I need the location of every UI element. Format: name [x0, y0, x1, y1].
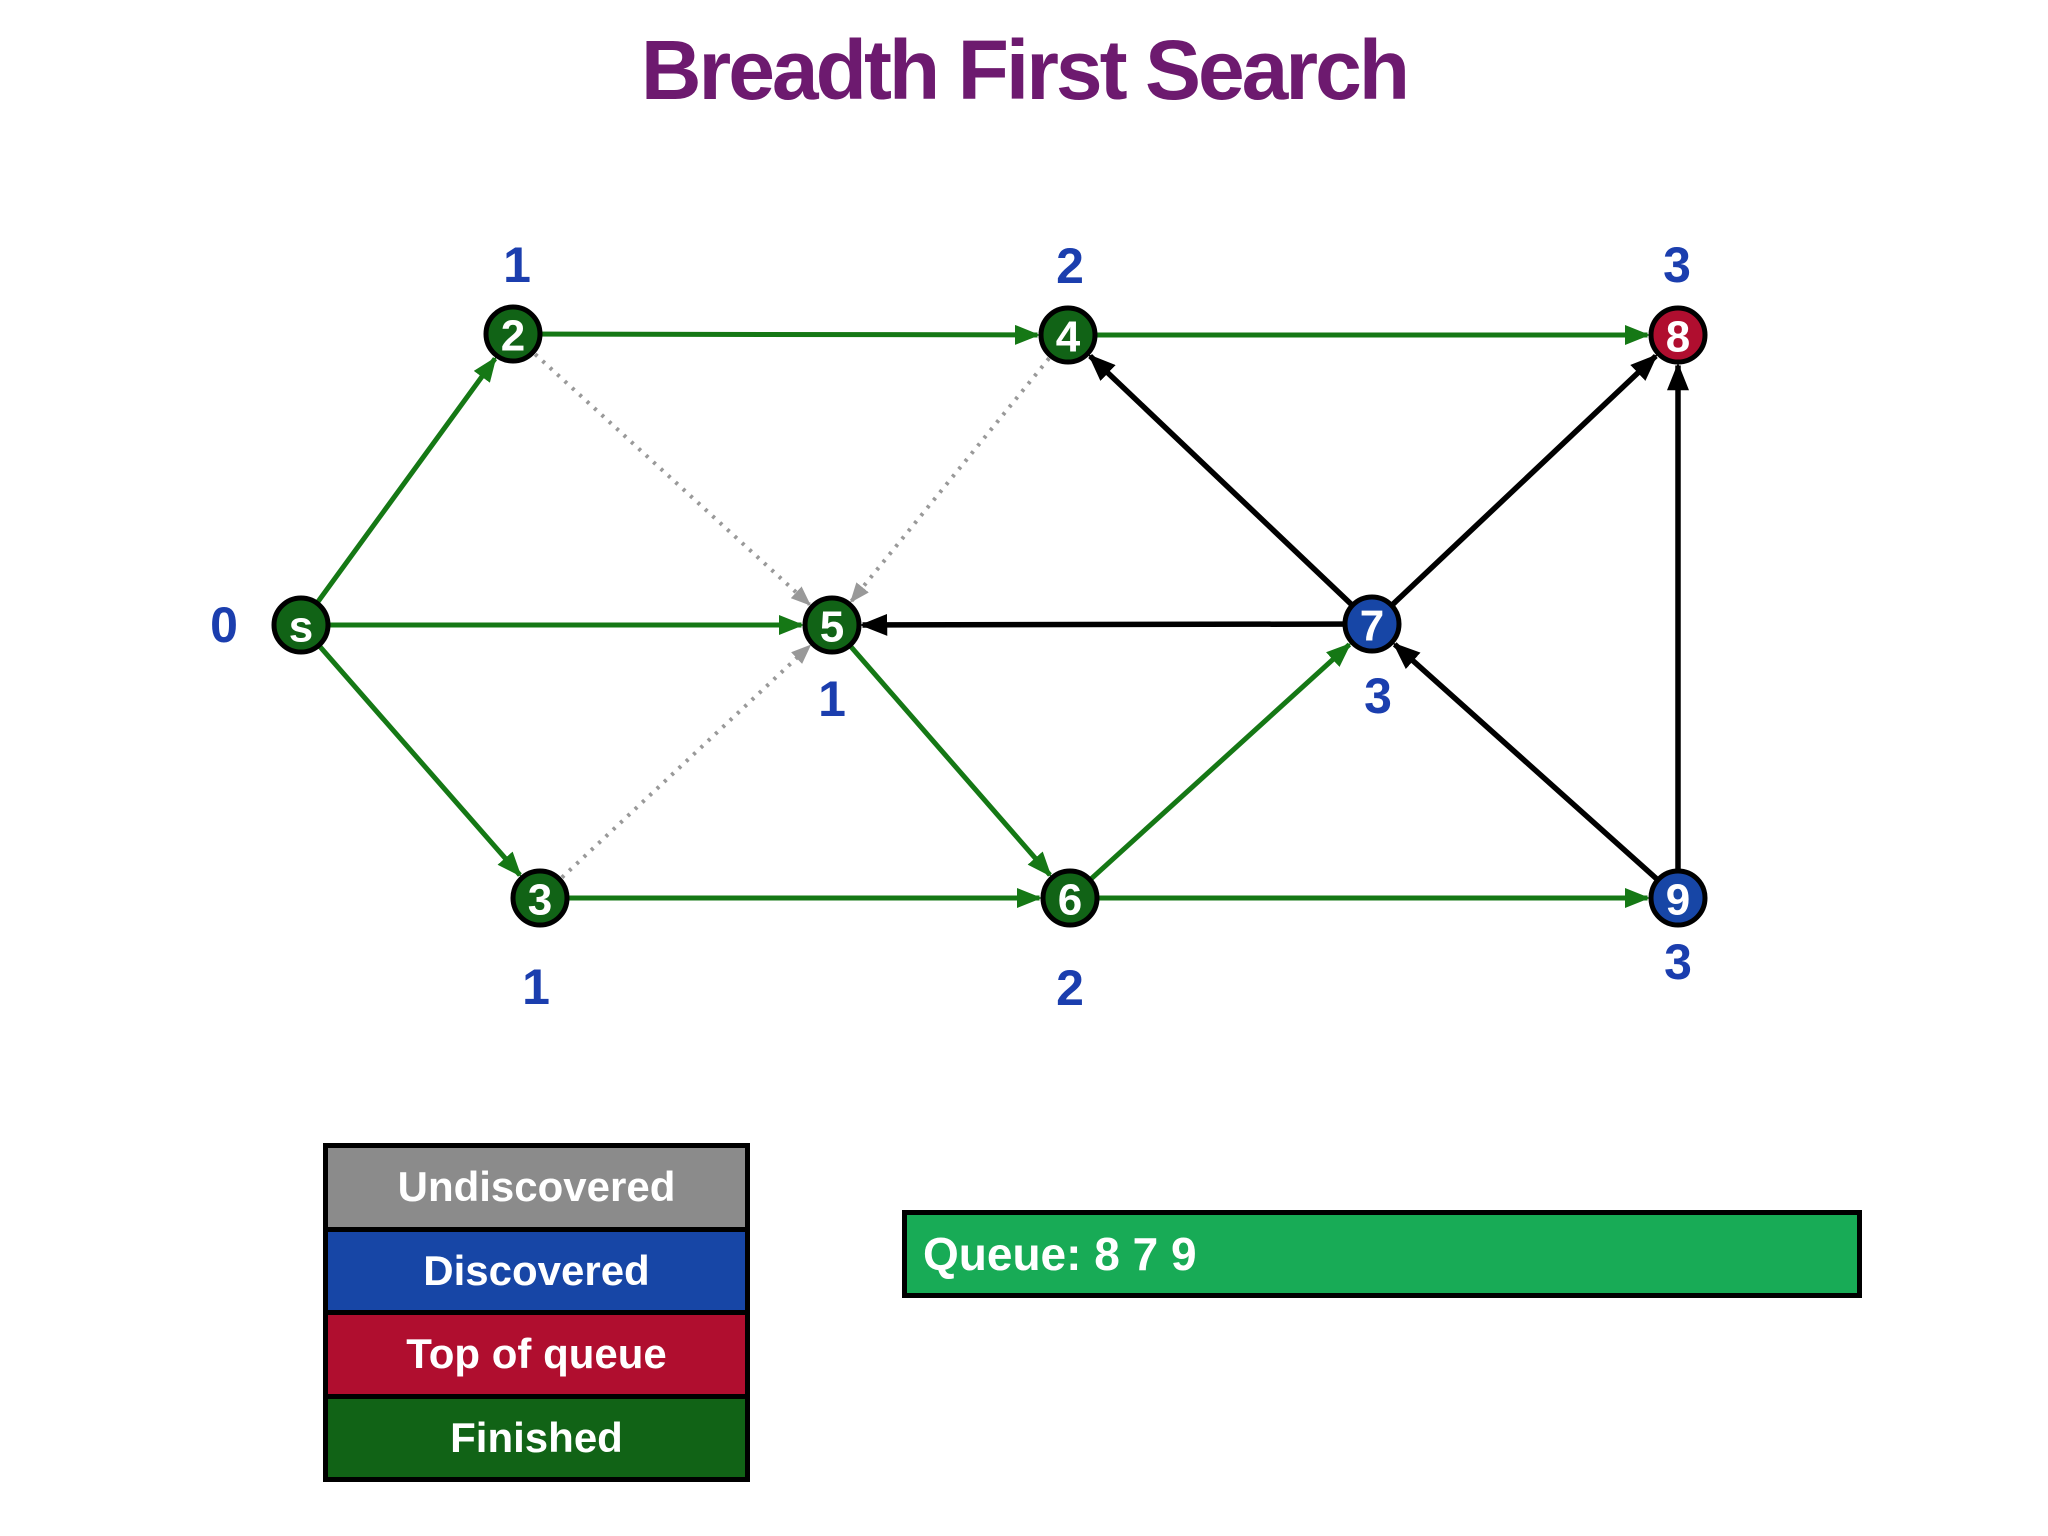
node-label-4: 4: [1056, 312, 1081, 361]
distance-label-2: 1: [503, 237, 531, 293]
node-label-9: 9: [1666, 875, 1690, 924]
legend-label: Top of queue: [406, 1330, 667, 1378]
edge-7-8: [1370, 353, 1658, 626]
nodes-layer: s 2 4 8 5 7 3 6 9: [271, 304, 1708, 928]
graph-node-8: 8: [1648, 305, 1708, 365]
legend-label: Discovered: [423, 1246, 650, 1294]
edges-layer: [298, 324, 1689, 908]
node-label-s: s: [289, 602, 313, 651]
edge-2-4: [512, 324, 1040, 345]
page-title: Breadth First Search: [640, 23, 1410, 117]
graph-node-6: 6: [1040, 868, 1100, 928]
graph-node-5: 5: [802, 595, 862, 655]
graph-node-9: 9: [1648, 868, 1708, 928]
edge-2-5: [511, 332, 811, 606]
node-label-6: 6: [1058, 875, 1082, 924]
legend-item-discovered: Discovered: [328, 1226, 745, 1310]
node-circle-4: [1038, 305, 1098, 365]
edge-6-7: [1068, 642, 1352, 900]
node-label-7: 7: [1360, 601, 1384, 650]
distance-label-9: 3: [1664, 934, 1692, 990]
graph-node-2: 2: [483, 304, 543, 364]
distance-label-s: 0: [210, 597, 238, 653]
edge-7-4: [1088, 354, 1374, 626]
edge-7-5: [859, 613, 1373, 636]
node-circle-5: [802, 595, 862, 655]
node-circle-3: [510, 868, 570, 928]
distance-label-8: 3: [1663, 237, 1691, 293]
edge-5-6: [830, 623, 1052, 877]
legend-label: Finished: [450, 1413, 623, 1461]
graph-node-4: 4: [1038, 305, 1098, 365]
node-circle-8: [1648, 305, 1708, 365]
node-label-3: 3: [528, 875, 552, 924]
graph-node-3: 3: [510, 868, 570, 928]
node-circle-2: [483, 304, 543, 364]
legend: Undiscovered Discovered Top of queue Fin…: [323, 1143, 750, 1482]
legend-label: Undiscovered: [397, 1163, 676, 1211]
node-circle-9: [1648, 868, 1708, 928]
distance-label-6: 2: [1056, 960, 1084, 1016]
node-label-2: 2: [501, 311, 525, 360]
graph-node-7: 7: [1342, 594, 1402, 654]
distance-label-4: 2: [1056, 238, 1084, 294]
node-circle-6: [1040, 868, 1100, 928]
graph-node-s: s: [271, 595, 331, 655]
edge-9-7: [1392, 642, 1680, 901]
legend-item-top-of-queue: Top of queue: [328, 1310, 745, 1394]
edge-3-5: [538, 644, 812, 900]
distance-label-7: 3: [1364, 668, 1392, 724]
queue-box: Queue: 8 7 9: [902, 1210, 1862, 1298]
node-label-5: 5: [820, 602, 844, 651]
node-circle-s: [271, 595, 331, 655]
queue-text: Queue: 8 7 9: [923, 1228, 1197, 1280]
edge-s-2: [298, 356, 498, 627]
edge-4-5: [849, 333, 1070, 603]
node-label-8: 8: [1666, 312, 1690, 361]
legend-item-undiscovered: Undiscovered: [328, 1148, 745, 1227]
edge-s-3: [299, 623, 522, 877]
distance-labels-layer: 0 1 2 3 1 3 1 2 3: [210, 237, 1692, 1016]
legend-item-finished: Finished: [328, 1393, 745, 1477]
distance-label-3: 1: [522, 959, 550, 1015]
distance-label-5: 1: [818, 671, 846, 727]
node-circle-7: [1342, 594, 1402, 654]
